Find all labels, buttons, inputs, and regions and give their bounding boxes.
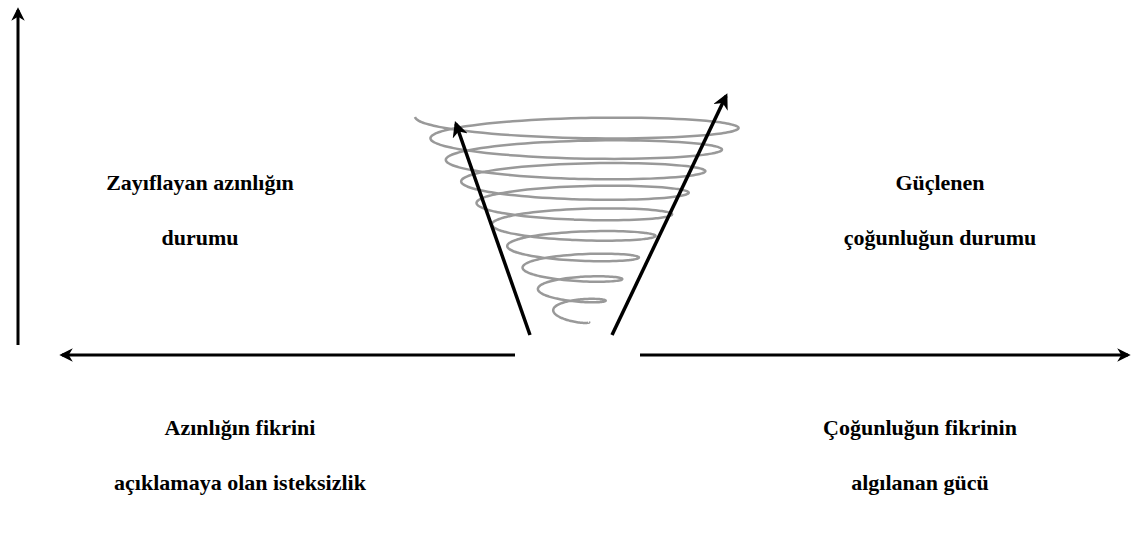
axis-label: Zayıflayan azınlığın durumu [105,155,296,265]
axis-label: Güçlenen çoğunluğun durumu [842,155,1038,265]
cone-right-arrow [612,96,726,335]
axis-label: Azınlığın fikrini açıklamaya olan isteks… [113,400,368,510]
cone-left-arrow [456,124,530,335]
axis-label: Çoğunluğun fikrinin algılanan gücü [822,400,1019,510]
left-axis-arrow [62,354,515,357]
vertical-axis-arrow [17,10,20,345]
right-axis-arrow [640,354,1128,357]
